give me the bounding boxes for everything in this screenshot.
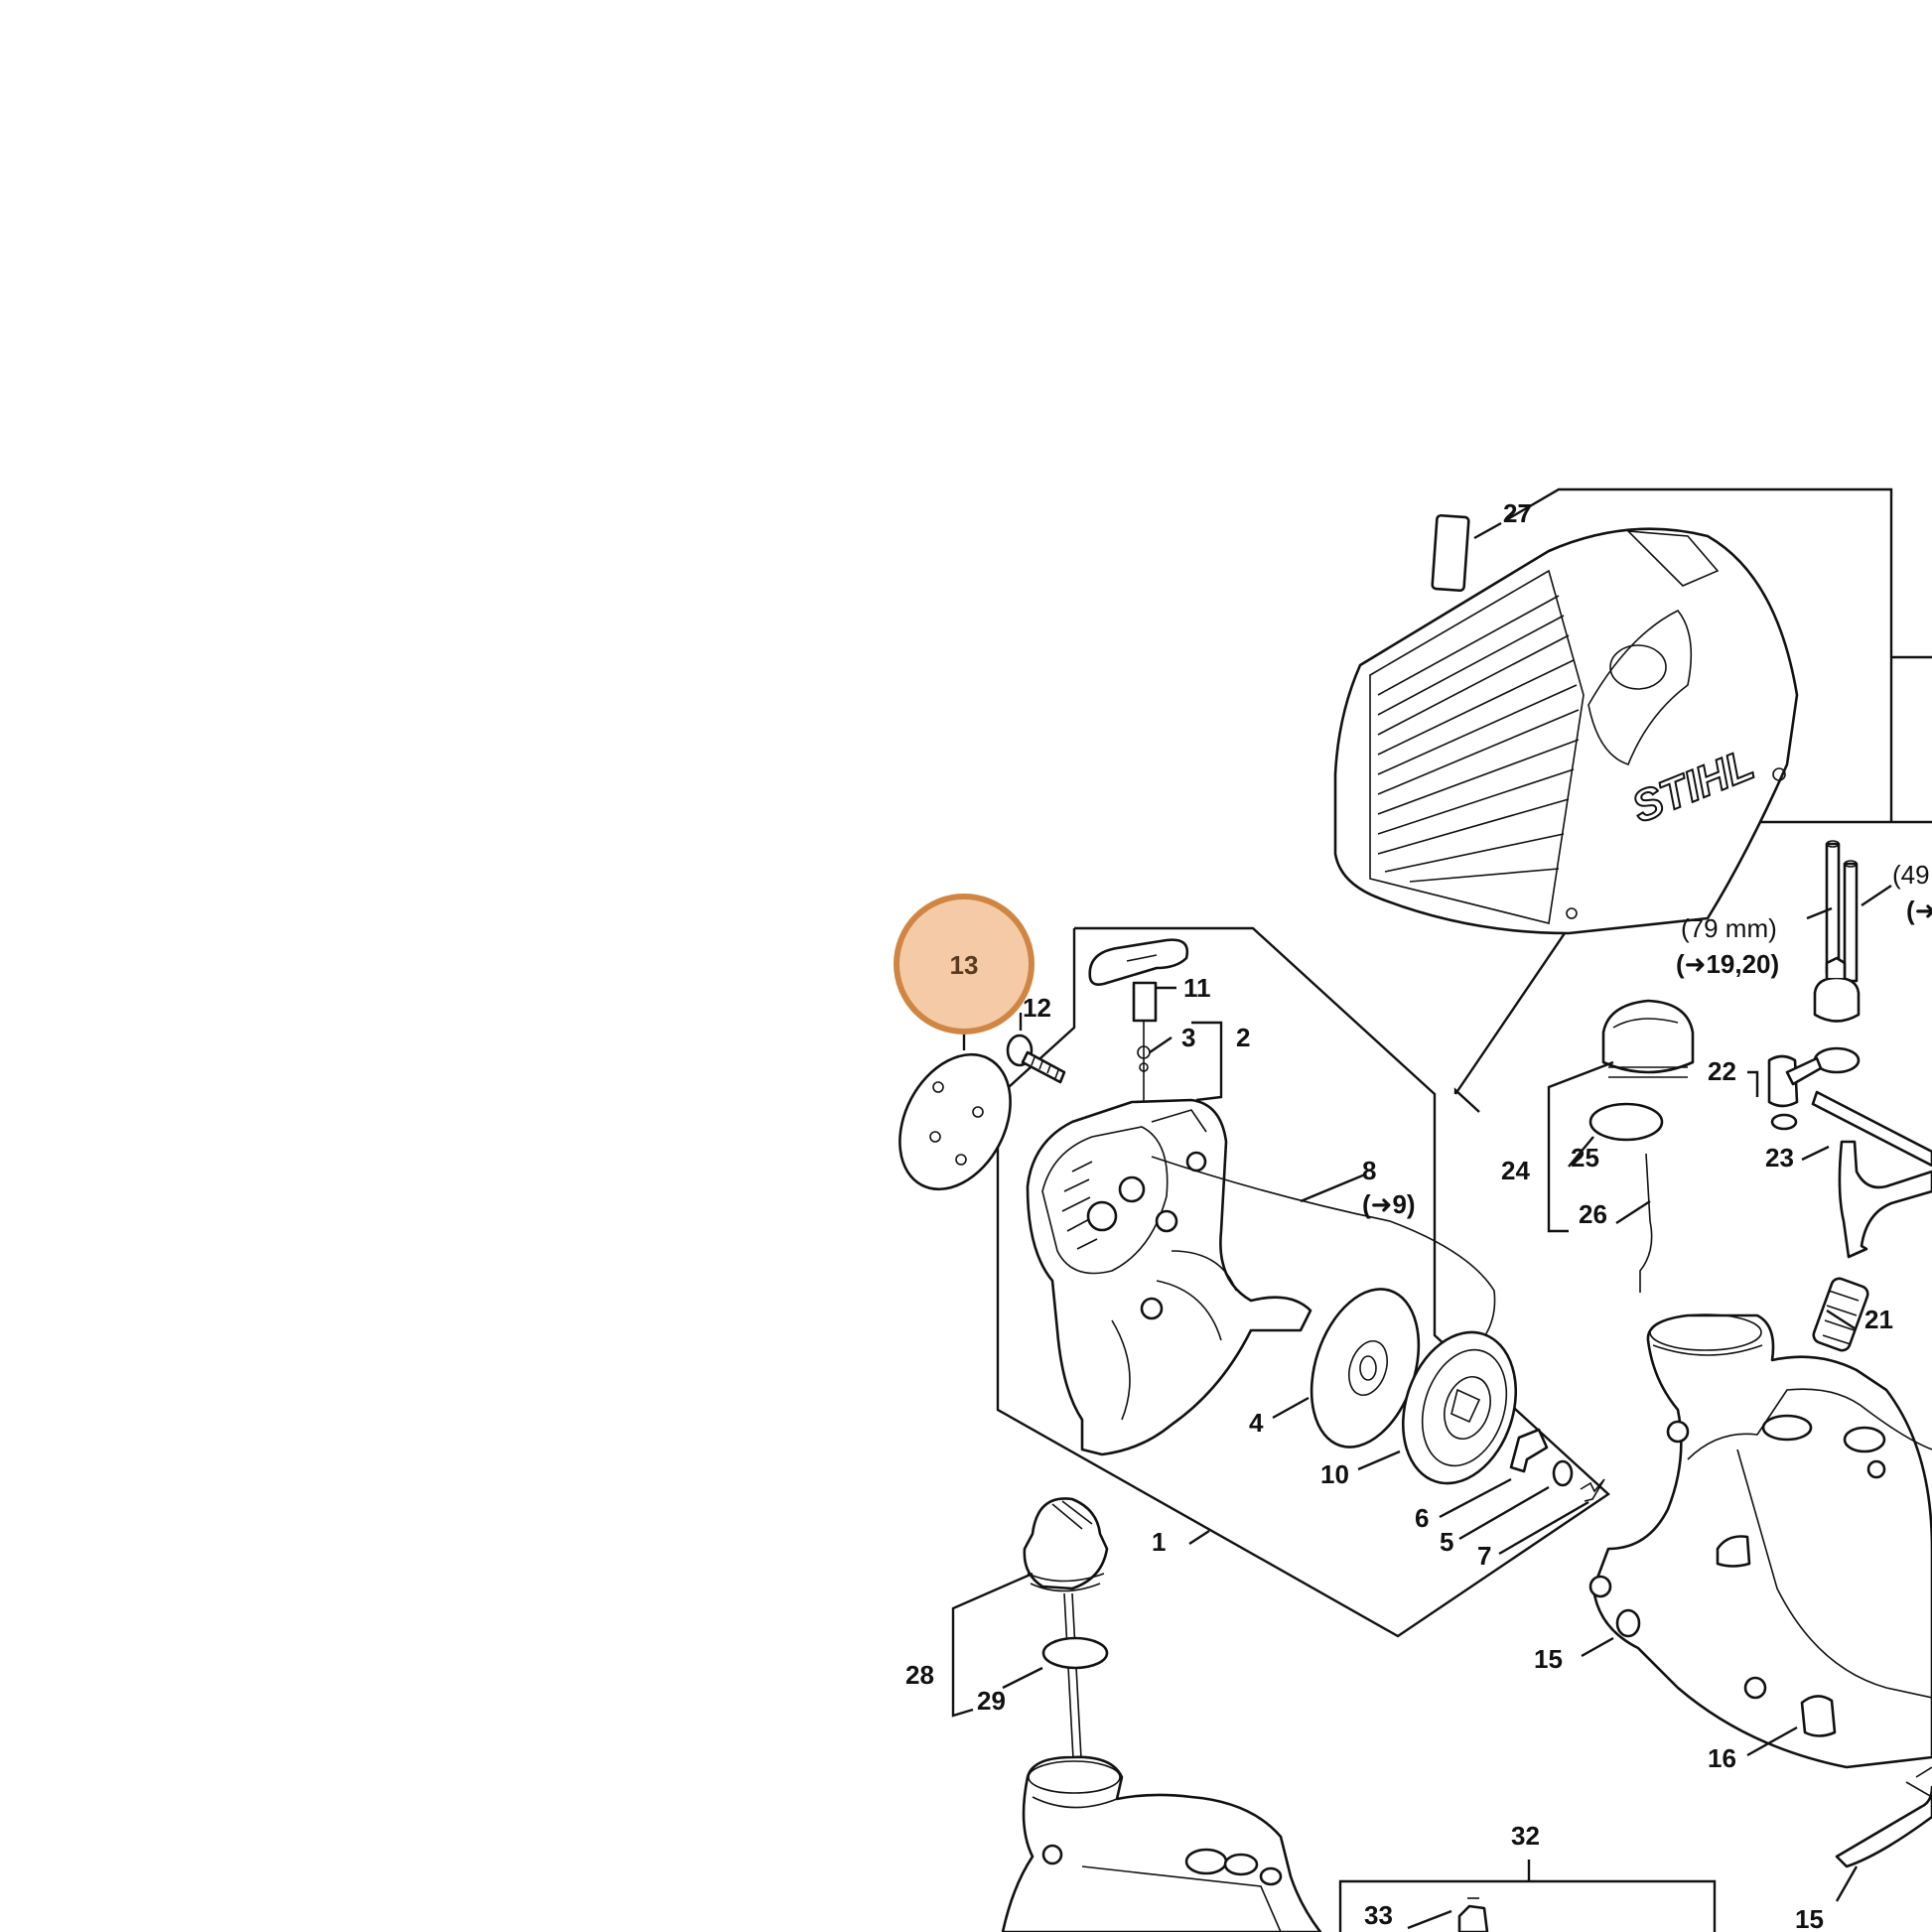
spring-clip-part bbox=[1580, 1478, 1605, 1502]
fuel-line-part bbox=[1811, 1090, 1932, 1168]
label-21: 21 bbox=[1864, 1305, 1893, 1334]
label-16: 16 bbox=[1708, 1743, 1736, 1773]
label-32: 32 bbox=[1511, 1821, 1540, 1851]
label-6: 6 bbox=[1415, 1503, 1429, 1533]
label-1: 1 bbox=[1152, 1527, 1166, 1557]
screw-part bbox=[1006, 1034, 1066, 1084]
part-33 bbox=[1457, 1897, 1489, 1932]
oil-cap-part bbox=[1023, 1497, 1109, 1778]
label-28: 28 bbox=[905, 1660, 934, 1690]
tank-vent-part bbox=[1813, 956, 1861, 1074]
label-23: 23 bbox=[1765, 1143, 1794, 1173]
label-11: 11 bbox=[1183, 973, 1211, 1003]
label-8-ref: (➜9) bbox=[1362, 1189, 1416, 1219]
label-hose-79mm-ref: (➜19,20) bbox=[1676, 949, 1779, 979]
part-number-labels: 27 12 11 3 2 8 (➜9) 4 10 6 5 7 1 15 16 2… bbox=[905, 498, 1932, 1932]
label-26: 26 bbox=[1579, 1199, 1607, 1229]
fitting-part bbox=[1767, 1054, 1823, 1131]
group-32-box bbox=[1338, 1879, 1717, 1932]
fuel-filter-part bbox=[1812, 1140, 1932, 1352]
deflector-part bbox=[1835, 1766, 1932, 1868]
label-29: 29 bbox=[977, 1686, 1006, 1716]
label-25: 25 bbox=[1571, 1143, 1599, 1173]
label-hose-49-ref: (➜ bbox=[1906, 896, 1932, 925]
fuel-cap-seal-part bbox=[1588, 1102, 1664, 1142]
highlight-circle[interactable] bbox=[894, 894, 1035, 1035]
leader-lines bbox=[951, 521, 1892, 1930]
grommet-part-16 bbox=[1800, 1695, 1837, 1737]
starter-grip-part bbox=[1088, 938, 1189, 1102]
retaining-strap-part bbox=[1639, 1153, 1653, 1293]
label-4: 4 bbox=[1249, 1408, 1264, 1438]
label-15-tank: 15 bbox=[1534, 1644, 1563, 1674]
fuel-tank-part bbox=[1588, 1313, 1932, 1769]
starter-rope-part bbox=[1151, 1156, 1496, 1361]
oil-tank-part bbox=[1001, 1755, 1322, 1932]
label-7: 7 bbox=[1477, 1541, 1491, 1571]
washer-part bbox=[1552, 1459, 1574, 1487]
tank-group-outline-left bbox=[1453, 1087, 1480, 1113]
label-8: 8 bbox=[1362, 1156, 1376, 1185]
label-2: 2 bbox=[1236, 1023, 1250, 1052]
grommet-part-15 bbox=[1615, 1608, 1641, 1638]
label-3: 3 bbox=[1181, 1023, 1195, 1052]
label-27: 27 bbox=[1503, 498, 1532, 528]
label-hose-49: (49 bbox=[1892, 860, 1930, 890]
fuel-cap-part bbox=[1601, 999, 1695, 1078]
fan-housing-part bbox=[1026, 1098, 1312, 1456]
label-5: 5 bbox=[1440, 1527, 1453, 1557]
label-33: 33 bbox=[1364, 1900, 1393, 1930]
highlight-label: 13 bbox=[950, 950, 979, 980]
label-24: 24 bbox=[1501, 1156, 1530, 1185]
oil-cap-seal-part bbox=[1041, 1636, 1109, 1670]
label-15-deflector: 15 bbox=[1795, 1904, 1824, 1932]
label-hose-79mm: (79 mm) bbox=[1681, 913, 1777, 943]
shroud-bracket bbox=[1503, 487, 1893, 822]
rope-rotor-part bbox=[1401, 1330, 1518, 1485]
cover-disc-part bbox=[898, 1052, 1012, 1191]
label-10: 10 bbox=[1320, 1459, 1349, 1489]
engine-shroud-part: STIHL bbox=[1333, 527, 1799, 935]
label-22: 22 bbox=[1708, 1056, 1736, 1086]
pawl-part bbox=[1509, 1428, 1549, 1473]
label-12: 12 bbox=[1023, 993, 1051, 1023]
decal-part bbox=[1431, 513, 1470, 593]
